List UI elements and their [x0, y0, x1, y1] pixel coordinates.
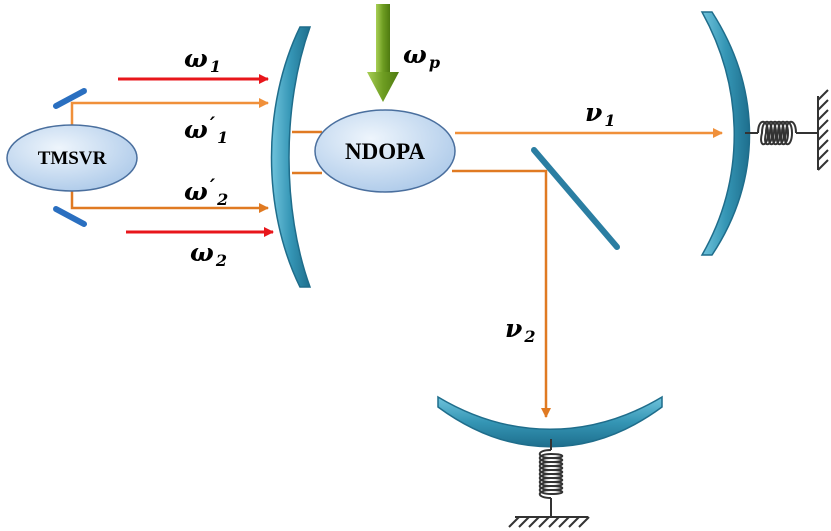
bottom-spring [538, 439, 564, 517]
pump-arrow [367, 4, 399, 102]
right-movable-mirror [700, 11, 751, 256]
upper-steering-mirror [53, 88, 87, 109]
tmsvr-label: TMSVR [37, 148, 107, 169]
beam-omega1-prime [70, 98, 269, 125]
beam-splitter-mirror [531, 147, 620, 250]
ndopa-label: NDOPA [344, 139, 426, 164]
right-wall-anchor [817, 89, 829, 171]
bottom-movable-mirror [437, 395, 663, 448]
lower-steering-mirror [53, 206, 87, 227]
label-omega2-prime: ω′2 [184, 174, 229, 209]
beam-nu2 [452, 169, 551, 418]
bottom-floor-anchor [508, 516, 590, 528]
ndopa-node [314, 109, 456, 193]
label-omega1-prime: ω′1 [184, 112, 229, 147]
beam-omega2-prime [70, 190, 269, 213]
input-curved-mirror [270, 26, 312, 288]
right-spring [745, 120, 818, 146]
tmsvr-node [6, 124, 138, 192]
